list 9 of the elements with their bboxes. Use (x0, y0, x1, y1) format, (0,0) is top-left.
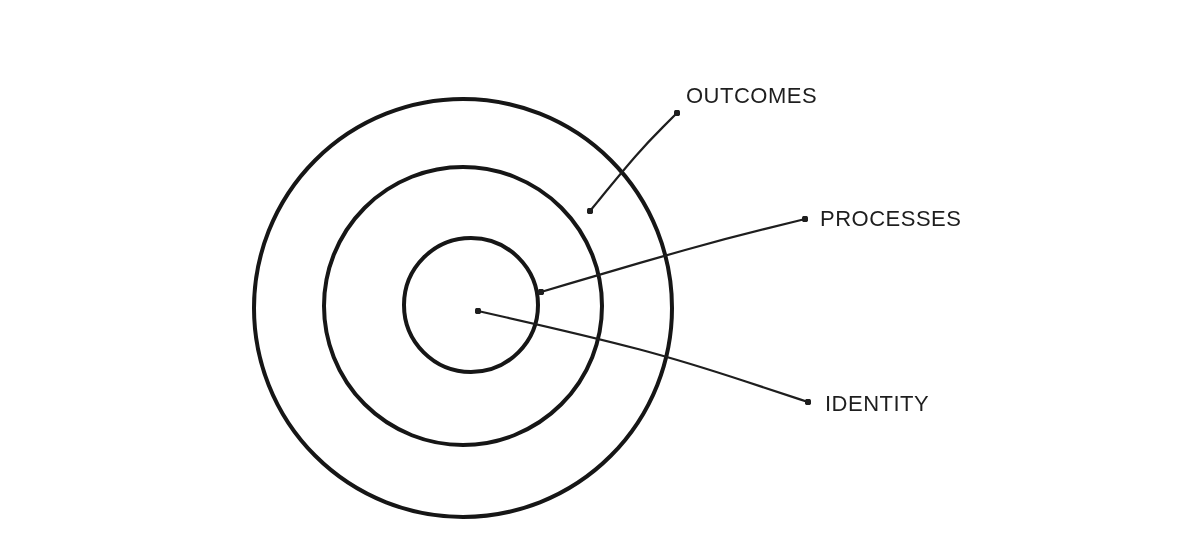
leader-line (586, 109, 681, 215)
circle-outline (402, 236, 540, 374)
leader-line (537, 215, 809, 296)
ring-label: PROCESSES (820, 206, 962, 232)
ring-label: OUTCOMES (686, 83, 818, 109)
ring-label: IDENTITY (825, 391, 930, 417)
circle-outline (322, 165, 604, 447)
circle-outline (252, 97, 674, 519)
leader-line (474, 307, 812, 406)
